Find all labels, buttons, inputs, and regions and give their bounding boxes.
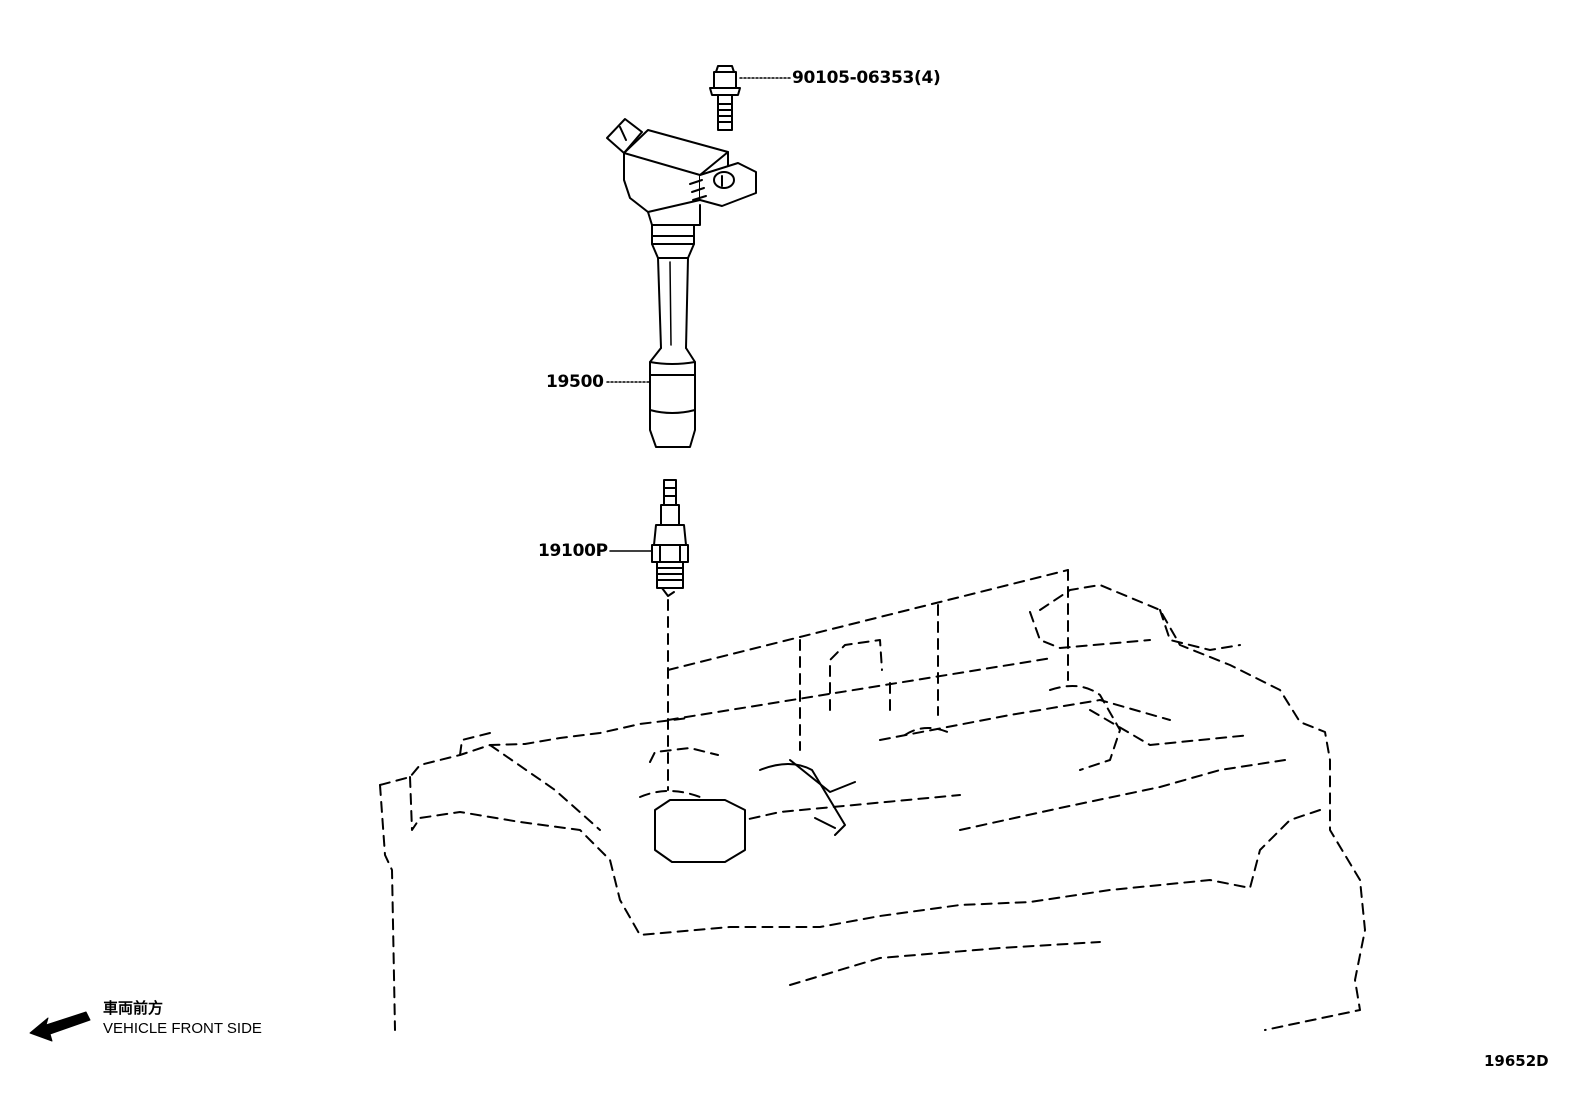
ignition-coil-part-number[interactable]: 19500 bbox=[546, 372, 604, 392]
direction-label-english: VEHICLE FRONT SIDE bbox=[103, 1020, 262, 1037]
spark-plug-part-number[interactable]: 19100P bbox=[538, 541, 608, 561]
bolt-part-number[interactable]: 90105-06353(4) bbox=[792, 68, 941, 88]
diagram-reference-code: 19652D bbox=[1484, 1052, 1549, 1070]
ignition-coil-drawing[interactable] bbox=[606, 118, 757, 448]
engine-outline bbox=[379, 569, 1366, 1031]
plug-tube-solid bbox=[654, 759, 856, 863]
bolt-drawing[interactable] bbox=[709, 65, 741, 131]
direction-label-japanese: 車両前方 bbox=[103, 999, 164, 1017]
spark-plug-drawing[interactable] bbox=[651, 479, 689, 597]
arrow-left-down-icon bbox=[29, 1011, 91, 1042]
